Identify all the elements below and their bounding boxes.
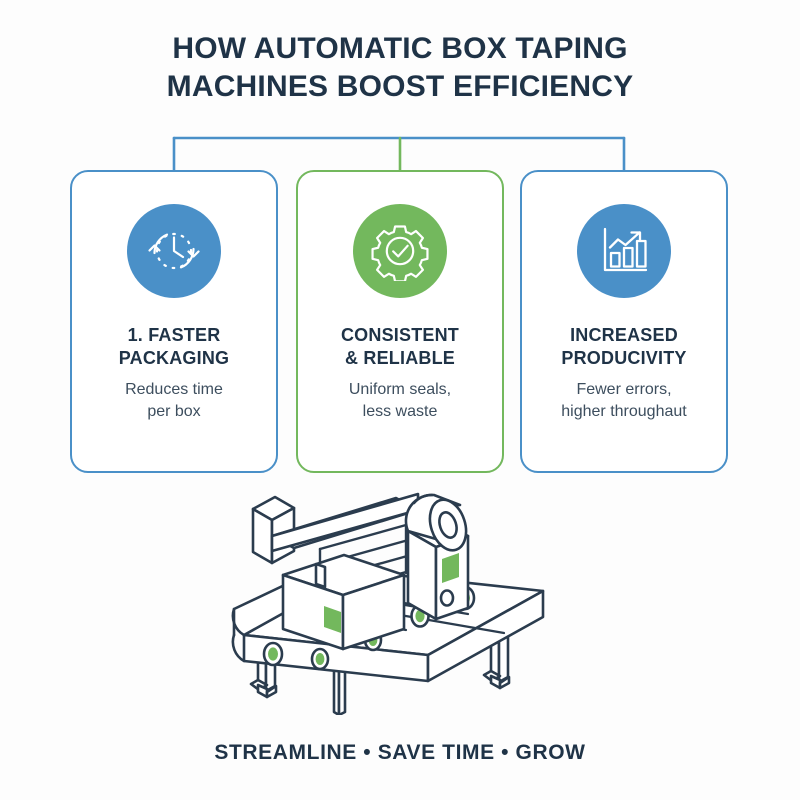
- cardboard-box: [281, 553, 406, 651]
- card-heading: 1. FASTER PACKAGING: [79, 324, 269, 370]
- conveyor-right-band: [426, 589, 545, 683]
- card-body-line-1: Uniform seals,: [348, 381, 452, 398]
- clock-arrows-icon-badge: [127, 204, 221, 298]
- page-title-line-1: HOW AUTOMATIC BOX TAPING: [172, 32, 628, 65]
- box-taping-machine-illustration: [231, 492, 545, 715]
- card-body-line-2: per box: [147, 403, 201, 420]
- card-body-text: Reduces time per box: [79, 379, 269, 423]
- page-title: HOW AUTOMATIC BOX TAPING MACHINES BOOST …: [0, 30, 800, 106]
- card-body-text: Fewer errors, higher throughaut: [529, 379, 719, 423]
- box-tape-strip: [324, 606, 341, 633]
- gear-check-icon-badge: [353, 204, 447, 298]
- benefit-card-consistent-reliable[interactable]: CONSISTENT & RELIABLE Uniform seals, les…: [296, 170, 504, 473]
- page-title-line-2: MACHINES BOOST EFFICIENCY: [166, 70, 634, 103]
- card-body-line-2: higher throughaut: [561, 403, 687, 420]
- card-heading-line-2: PRODUCIVITY: [561, 348, 687, 368]
- clock-arrows-icon: [148, 232, 200, 270]
- card-heading-line-2: PACKAGING: [118, 348, 230, 368]
- card-heading-line-1: CONSISTENT: [340, 325, 459, 345]
- bar-chart-growth-icon-badge: [577, 204, 671, 298]
- card-heading: INCREASED PRODUCIVITY: [529, 324, 719, 370]
- benefit-card-faster-packaging[interactable]: 1. FASTER PACKAGING Reduces time per box: [70, 170, 278, 473]
- tape-roll: [404, 493, 468, 552]
- head-green-panel: [442, 553, 459, 583]
- benefit-card-increased-productivity[interactable]: INCREASED PRODUCIVITY Fewer errors, high…: [520, 170, 728, 473]
- gear-check-icon: [371, 225, 429, 281]
- card-body-line-2: less waste: [362, 403, 438, 420]
- footer-tagline: STREAMLINE • SAVE TIME • GROW: [214, 741, 586, 764]
- card-heading-line-1: 1. FASTER: [127, 325, 221, 345]
- card-body-text: Uniform seals, less waste: [305, 379, 495, 423]
- card-body-line-1: Reduces time: [125, 381, 223, 398]
- card-heading: CONSISTENT & RELIABLE: [305, 324, 495, 370]
- card-heading-line-1: INCREASED: [570, 325, 678, 345]
- bar-chart-growth-icon: [603, 227, 648, 272]
- card-body-line-1: Fewer errors,: [576, 381, 672, 398]
- machine-left-post: [251, 495, 296, 565]
- card-heading-line-2: & RELIABLE: [345, 348, 455, 368]
